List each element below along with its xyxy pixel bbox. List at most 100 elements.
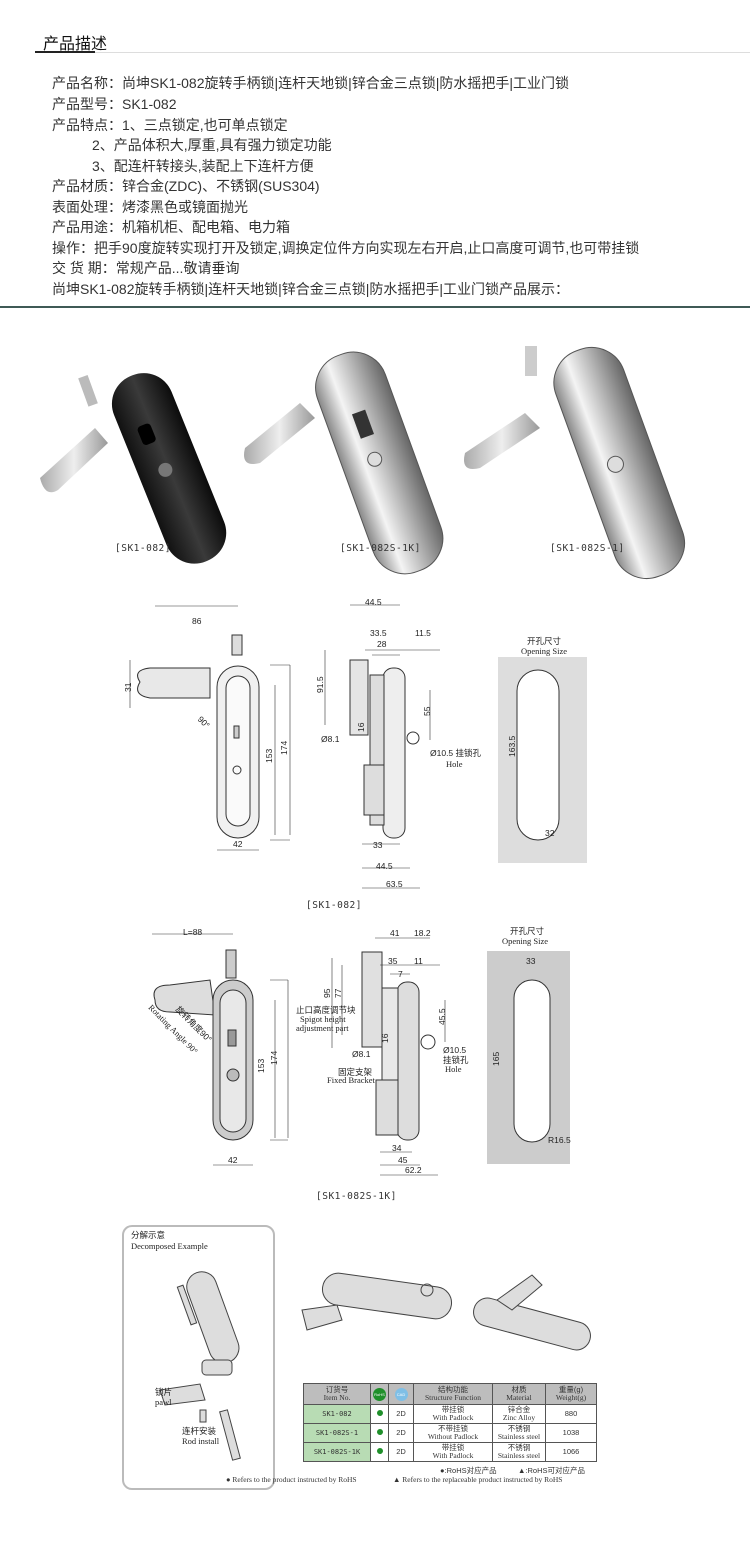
legend-replaceable-cn: ▲:RoHS可对应产品 (518, 1466, 586, 1475)
cad-icon: CAD (394, 1387, 408, 1401)
rohs-dot (376, 1409, 383, 1416)
header-en: Structure Function (424, 1393, 482, 1402)
material-en: Zinc Alloy (502, 1413, 536, 1422)
dim-label: 174 (269, 1050, 279, 1065)
photo-caption: [SK1-082S-1] (550, 543, 625, 554)
divider (95, 52, 750, 53)
header-en: Item No. (323, 1393, 351, 1402)
dim-label: Hole (445, 1064, 462, 1074)
dim-label: 固定支架 (338, 1067, 373, 1077)
weight: 880 (545, 1404, 597, 1424)
decomposed-example-box (122, 1225, 275, 1490)
function-en: With Padlock (432, 1413, 474, 1422)
dim-label: 16 (380, 1033, 390, 1043)
dim-label: 153 (264, 748, 274, 763)
rod-label-en: Rod install (182, 1436, 220, 1446)
opening-size-cn: 开孔尺寸 (510, 926, 545, 936)
dim-label: 45 (398, 1155, 408, 1165)
dim-label: Ø8.1 (352, 1049, 371, 1059)
dim-label: 32 (545, 828, 555, 838)
rod-label-cn: 连杆安装 (182, 1426, 217, 1436)
dim-label: 11 (414, 956, 423, 966)
item-no: SK1-082S-1 (303, 1423, 371, 1443)
exploded-parts (160, 1383, 241, 1461)
material-en: Stainless steel (497, 1432, 541, 1441)
dim-label: Ø10.5 (443, 1045, 467, 1055)
dim-label: 44.5 (365, 597, 382, 607)
cad: 2D (388, 1423, 414, 1443)
header-cn: 订货号 (325, 1384, 349, 1394)
function-cn: 带挂锁 (441, 1442, 465, 1452)
dim-label: 55 (422, 706, 432, 716)
dim-label: 77 (333, 988, 343, 998)
material-en: Stainless steel (497, 1451, 541, 1460)
rohs-dot (376, 1447, 383, 1454)
cad: 2D (388, 1442, 414, 1462)
dim-label: 45.5 (437, 1008, 447, 1025)
exploded-title-en: Decomposed Example (131, 1241, 208, 1251)
dim-label: 35 (388, 956, 398, 966)
technical-drawing-sk1-082 (129, 604, 587, 889)
desc-line: 产品名称：尚坤SK1-082旋转手柄锁|连杆天地锁|锌合金三点锁|防水摇把手|工… (52, 75, 570, 91)
legend-rohs-en: ● Refers to the product instructed by Ro… (226, 1475, 357, 1484)
title-underline (35, 51, 95, 53)
desc-line: 操作：把手90度旋转实现打开及锁定,调换定位件方向实现左右开启,止口高度可调节,… (52, 240, 640, 256)
header-cn: 结构功能 (438, 1384, 468, 1394)
opening-size-en: Opening Size (502, 936, 549, 946)
dim-label: 16 (356, 722, 366, 732)
dim-label: 95 (322, 988, 332, 998)
dim-label: 91.5 (315, 676, 325, 693)
dim-label: 7 (398, 969, 403, 979)
header-cn: 材质 (511, 1384, 527, 1394)
photo-caption: [SK1-082] (115, 543, 171, 554)
desc-line: 3、配连杆转接头,装配上下连杆方便 (92, 158, 314, 174)
dim-label: 44.5 (376, 861, 393, 871)
desc-line: 产品特点：1、三点锁定,也可单点锁定 (52, 117, 288, 133)
rohs-icon: RoHS (373, 1387, 386, 1401)
material-cn: 锌合金 (507, 1404, 531, 1414)
dim-label: 86 (192, 616, 202, 626)
dim-label: 止口高度调节块 (296, 1005, 356, 1015)
dim-label: 34 (392, 1143, 402, 1153)
exploded-illustrations (176, 1271, 591, 1376)
dim-label: L=88 (183, 927, 203, 937)
legend-replaceable-en: ▲ Refers to the replaceable product inst… (393, 1475, 563, 1484)
lock-photo-chrome-1 (464, 346, 686, 579)
dim-label: 33 (526, 956, 536, 966)
desc-line: 产品用途：机箱机柜、配电箱、电力箱 (52, 219, 290, 235)
weight: 1038 (545, 1423, 597, 1443)
header-en: Material (506, 1393, 532, 1402)
dim-label: Hole (446, 759, 463, 769)
header-en: Weight(g) (555, 1393, 587, 1402)
desc-line: 表面处理：烤漆黑色或镜面抛光 (52, 199, 248, 215)
exploded-title-cn: 分解示意 (131, 1230, 166, 1240)
product-photos (40, 346, 686, 579)
lock-photo-black (40, 373, 227, 564)
desc-line: 产品型号：SK1-082 (52, 96, 177, 112)
desc-line: 2、产品体积大,厚重,具有强力锁定功能 (92, 137, 332, 153)
dim-label: Ø8.1 (321, 734, 340, 744)
function-cn: 带挂锁 (441, 1404, 465, 1414)
dim-label: 33.5 (370, 628, 387, 638)
dim-label: 42 (233, 839, 243, 849)
function-en: Without Padlock (427, 1432, 479, 1441)
dim-label: 63.5 (386, 879, 403, 889)
section-title: 产品描述 (43, 36, 108, 53)
dim-label: 18.2 (414, 928, 431, 938)
dim-label: Spigot height (300, 1014, 346, 1024)
weight: 1066 (545, 1442, 597, 1462)
dim-label: adjustment part (296, 1023, 349, 1033)
dim-label: 174 (279, 740, 289, 755)
dim-label: 33 (373, 840, 383, 850)
material-cn: 不锈钢 (507, 1442, 531, 1452)
dim-label: 153 (256, 1058, 266, 1073)
material-cn: 不锈钢 (507, 1423, 531, 1433)
drawing-caption: [SK1-082] (306, 900, 362, 911)
technical-drawing-sk1-082s-1k (152, 933, 570, 1176)
dim-label: R16.5 (548, 1135, 571, 1145)
dim-label: 165 (491, 1051, 501, 1066)
section-divider (0, 306, 750, 308)
